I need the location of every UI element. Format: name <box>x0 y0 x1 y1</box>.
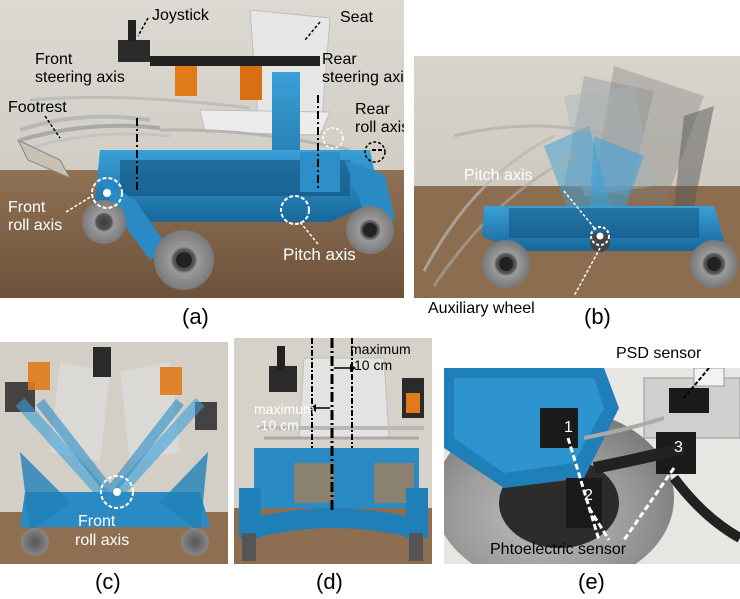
front-steering-axis-label-line2: steering axis <box>35 69 125 86</box>
front-steering-axis-label-line1: Front <box>35 51 73 68</box>
front-roll-axis-label-line2: roll axis <box>8 217 63 234</box>
front-roll-axis-marker <box>91 177 123 209</box>
rear-steering-axis-label-line1: Rear <box>322 51 357 68</box>
sensor-3-number: 3 <box>674 439 683 456</box>
caption-a: (a) <box>182 304 209 329</box>
panel-a-photo: Joystick Seat Front steering axis Rear s… <box>0 0 404 298</box>
caption-e: (e) <box>578 569 605 594</box>
pitch-axis-marker <box>280 195 310 225</box>
panel-c-illustration <box>0 342 228 564</box>
pitch-axis-label-b: Pitch axis <box>464 167 533 184</box>
pitch-axis-label: Pitch axis <box>283 245 356 264</box>
panel-e-photo: 1 2 3 Phtoelectric sensor <box>444 368 740 564</box>
caption-c: (c) <box>95 569 121 594</box>
maximum-neg-label-line2: -10 cm <box>256 417 299 433</box>
footrest-label: Footrest <box>8 99 67 116</box>
psd-sensor-label: PSD sensor <box>616 345 702 362</box>
panel-c-photo: Front roll axis <box>0 342 228 564</box>
auxiliary-wheel-label: Auxiliary wheel <box>428 300 535 317</box>
rear-roll-axis-label-line2: roll axis <box>355 119 404 136</box>
caption-d: (d) <box>316 569 343 594</box>
maximum-pos-label-line1: maximum <box>350 341 411 357</box>
panel-a-illustration <box>0 0 404 298</box>
front-roll-axis-label-c-line2: roll axis <box>75 532 130 549</box>
panel-d-illustration <box>234 338 432 564</box>
front-roll-axis-label-c-line1: Front <box>78 513 116 530</box>
rear-roll-axis-marker <box>364 141 386 163</box>
rear-steering-axis-label-line2: steering axis <box>322 69 404 86</box>
seat-label: Seat <box>340 9 373 26</box>
rear-roll-axis-label-line1: Rear <box>355 101 390 118</box>
front-roll-axis-marker-c <box>100 475 134 509</box>
pitch-axis-marker-b <box>590 226 610 246</box>
panel-b-photo: Pitch axis <box>414 56 740 298</box>
sensor-1-number: 1 <box>564 419 573 436</box>
maximum-neg-label-line1: maximum <box>254 401 315 417</box>
sensor-2-number: 2 <box>584 487 593 504</box>
caption-b: (b) <box>584 304 611 329</box>
panel-b-illustration <box>414 56 740 298</box>
panel-d-photo: maximum 10 cm maximum -10 cm <box>234 338 432 564</box>
joystick-label: Joystick <box>152 7 209 24</box>
sensor-1-body <box>540 408 578 448</box>
front-roll-axis-label-line1: Front <box>8 199 46 216</box>
maximum-pos-label-line2: 10 cm <box>354 357 393 373</box>
panel-e-illustration <box>444 368 740 564</box>
photoelectric-sensor-label: Phtoelectric sensor <box>490 541 627 558</box>
